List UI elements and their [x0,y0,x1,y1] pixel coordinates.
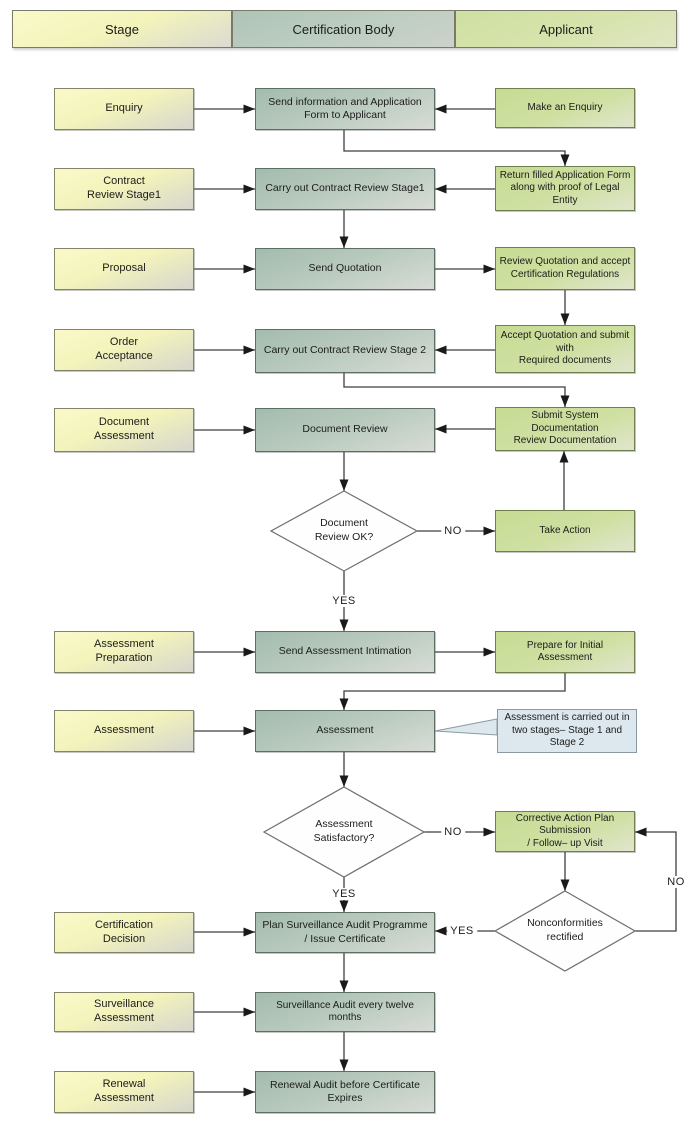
decision-assessment-satisfactory-label: Assessment Satisfactory? [313,818,375,844]
elbow-sendinfo-to-return [343,130,570,166]
decision-nonconformities-label: Nonconformities rectified [527,917,603,943]
decision-diamond-assessment-satisfactory [262,786,426,878]
decision-diamond-document-review [269,490,419,572]
decision-diamond-nonconformities [493,890,637,972]
node-stage-surveillance-assessment: Surveillance Assessment [54,992,194,1032]
node-stage-renewal-assessment: Renewal Assessment [54,1071,194,1113]
node-cb-send-information: Send information and Application Form to… [255,88,435,130]
node-cb-surveillance-audit: Surveillance Audit every twelve months [255,992,435,1032]
node-app-review-quotation: Review Quotation and accept Certificatio… [495,247,635,290]
edge-label-d2-no: NO [441,826,465,838]
decision-document-review-label: Document Review OK? [314,517,374,543]
node-cb-renewal-audit: Renewal Audit before Certificate Expires [255,1071,435,1113]
node-stage-certification-decision: Certification Decision [54,912,194,953]
node-app-return-application: Return filled Application Form along wit… [495,166,635,211]
node-app-submit-documentation: Submit System Documentation Review Docum… [495,407,635,451]
edge-label-d1-yes: YES [329,595,359,607]
node-app-make-enquiry: Make an Enquiry [495,88,635,128]
node-stage-order-acceptance: Order Acceptance [54,329,194,371]
node-stage-proposal: Proposal [54,248,194,290]
node-app-take-action: Take Action [495,510,635,552]
elbow-prepare-to-assessment [339,673,566,710]
callout-assessment-stages: Assessment is carried out in two stages–… [497,709,637,753]
node-stage-contract-review: Contract Review Stage1 [54,168,194,210]
node-cb-assessment: Assessment [255,710,435,752]
node-cb-send-quotation: Send Quotation [255,248,435,290]
node-cb-send-assessment-intimation: Send Assessment Intimation [255,631,435,673]
node-app-prepare-initial: Prepare for Initial Assessment [495,631,635,673]
node-stage-enquiry: Enquiry [54,88,194,130]
edge-label-d3-yes: YES [447,925,477,937]
edge-label-d3-no: NO [664,876,688,888]
node-cb-contract-review-1: Carry out Contract Review Stage1 [255,168,435,210]
node-app-accept-quotation: Accept Quotation and submit with Require… [495,325,635,373]
lane-header-applicant: Applicant [455,10,677,48]
node-stage-assessment: Assessment [54,710,194,752]
node-stage-document-assessment: Document Assessment [54,408,194,452]
node-cb-contract-review-2: Carry out Contract Review Stage 2 [255,329,435,373]
node-stage-assessment-preparation: Assessment Preparation [54,631,194,673]
edge-label-d1-no: NO [441,525,465,537]
elbow-cr2-to-submitdocs [343,373,570,407]
node-cb-plan-surveillance: Plan Surveillance Audit Programme / Issu… [255,912,435,953]
node-cb-document-review: Document Review [255,408,435,452]
node-app-corrective-action: Corrective Action Plan Submission / Foll… [495,811,635,852]
lane-header-stage: Stage [12,10,232,48]
lane-header-certification-body: Certification Body [232,10,455,48]
callout-pointer [434,718,498,736]
edge-label-d2-yes: YES [329,888,359,900]
